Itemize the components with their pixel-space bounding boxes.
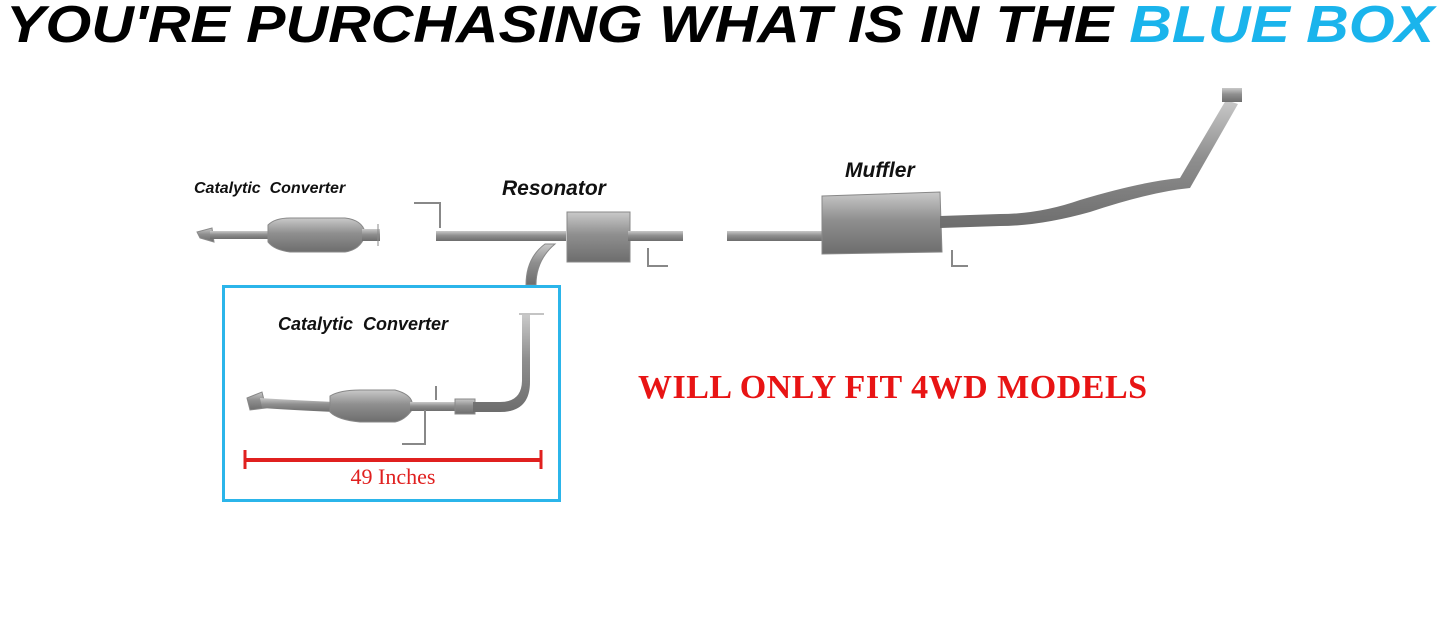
catalytic-converter-top bbox=[196, 217, 380, 253]
measurement-bar bbox=[243, 450, 543, 469]
headline-black: YOU'RE PURCHASING WHAT IS IN THE bbox=[6, 0, 1115, 54]
catalytic-converter-boxed bbox=[246, 313, 544, 445]
label-catalytic-converter-boxed: Catalytic Converter bbox=[278, 314, 449, 334]
blue-box-selection bbox=[222, 285, 561, 502]
label-resonator: Resonator bbox=[502, 177, 606, 200]
label-muffler: Muffler bbox=[845, 159, 915, 182]
headline-blue: BLUE BOX bbox=[1129, 0, 1438, 54]
resonator-assembly bbox=[414, 202, 683, 286]
label-catalytic-converter-top: Catalytic Converter bbox=[194, 180, 346, 197]
measurement-label: 49 Inches bbox=[350, 464, 436, 489]
headline: YOU'RE PURCHASING WHAT IS IN THE BLUE BOX bbox=[6, 0, 1438, 54]
muffler-assembly bbox=[727, 88, 1242, 267]
fitment-note: WILL ONLY FIT 4WD MODELS bbox=[638, 369, 1148, 406]
